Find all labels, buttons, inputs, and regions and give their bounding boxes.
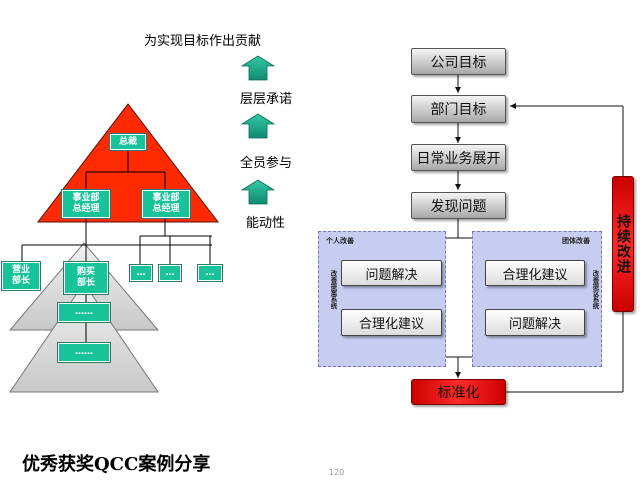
- box-department-goal: 部门目标: [411, 95, 506, 123]
- label-commitment: 层层承诺: [240, 92, 293, 107]
- label-personal-side: 改善提案系统: [329, 270, 337, 309]
- org-box-president: 总裁: [109, 133, 147, 151]
- box-continuous-improvement: 持续改进: [612, 176, 634, 312]
- box-rational-suggestion-left: 合理化建议: [341, 309, 442, 336]
- org-box-purchase-manager: 购买 部长: [63, 261, 109, 295]
- box-rational-suggestion-right: 合理化建议: [485, 260, 585, 286]
- org-box-dots-2: …: [158, 264, 182, 282]
- footer-title: 优秀获奖QCC案例分享: [22, 454, 211, 475]
- gray-triangle-lower: [9, 282, 159, 393]
- org-box-dots-5: ……: [57, 342, 111, 363]
- label-group-side: 改善提议系统: [591, 270, 599, 309]
- page-number: 120: [329, 468, 345, 477]
- org-box-dots-3: …: [197, 264, 223, 282]
- label-group-improvement: 团体改善: [562, 237, 590, 245]
- up-arrows: [240, 55, 276, 205]
- panel-personal-improvement: [318, 231, 446, 367]
- org-lines: [21, 150, 212, 343]
- org-box-dots-1: …: [129, 264, 153, 282]
- panel-group-improvement: [472, 231, 602, 367]
- box-standardization: 标准化: [411, 379, 506, 405]
- box-company-goal: 公司目标: [411, 48, 506, 75]
- org-box-division-gm-1: 事业部 总经理: [61, 189, 111, 219]
- up-arrow-3: [240, 179, 276, 205]
- label-initiative: 能动性: [246, 216, 286, 231]
- org-box-division-gm-2: 事业部 总经理: [141, 189, 191, 219]
- box-problem-solving-right: 问题解决: [485, 309, 585, 336]
- org-box-dots-4: ……: [57, 302, 111, 323]
- label-personal-improvement: 个人改善: [326, 237, 354, 245]
- contribution-heading: 为实现目标作出贡献: [144, 34, 262, 49]
- up-arrow-1: [240, 55, 276, 81]
- box-problem-solving-left: 问题解决: [341, 260, 442, 286]
- box-daily-work: 日常业务展开: [411, 144, 506, 171]
- box-find-problem: 发现问题: [411, 192, 506, 219]
- org-box-sales-manager: 营业 部长: [1, 261, 41, 291]
- label-participation: 全员参与: [240, 156, 293, 171]
- up-arrow-2: [240, 113, 276, 139]
